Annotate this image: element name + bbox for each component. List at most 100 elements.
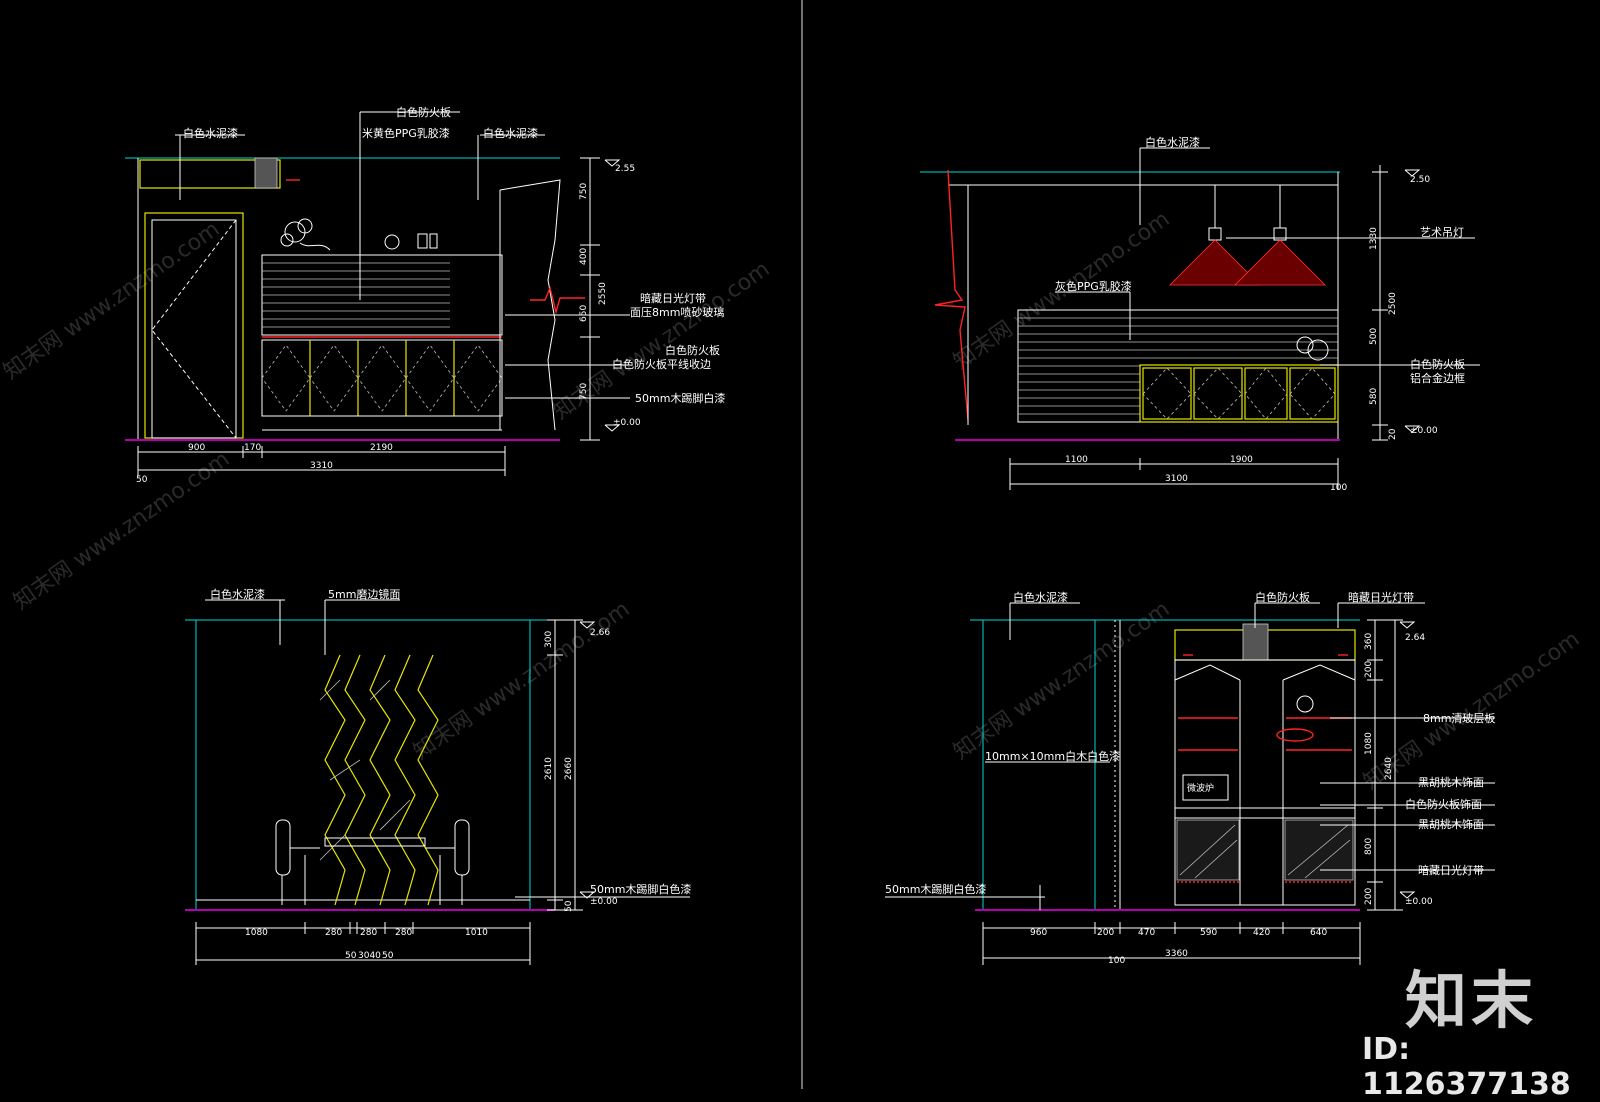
annotation-label: 50mm木踢脚白色漆 bbox=[590, 882, 691, 896]
watermark-text: 知末网 www.znzmo.com bbox=[409, 597, 634, 765]
dim-text: 2610 bbox=[544, 757, 554, 780]
dim-text: 170 bbox=[244, 443, 261, 453]
dim-text: 640 bbox=[1310, 928, 1327, 938]
annotation-label: 黑胡桃木饰面 bbox=[1418, 817, 1484, 831]
dim-text: 3360 bbox=[1165, 949, 1188, 959]
annotation-label: 白色防火板 bbox=[665, 343, 720, 357]
dim-text: 2190 bbox=[370, 443, 393, 453]
dim-text: 420 bbox=[1253, 928, 1270, 938]
dim-text: 960 bbox=[1030, 928, 1047, 938]
annotation-label: 白色防火板平线收边 bbox=[612, 357, 711, 371]
dim-text: 580 bbox=[1369, 388, 1379, 405]
dim-text: 1100 bbox=[1065, 455, 1088, 465]
watermark-text: 知末网 www.znzmo.com bbox=[0, 217, 224, 385]
annotation-label: 10mm×10mm白木白色漆 bbox=[985, 749, 1120, 763]
dining-chairs bbox=[275, 819, 470, 905]
plant-decoration bbox=[280, 218, 438, 251]
dim-text: 2660 bbox=[564, 757, 574, 780]
dim-text: 280 bbox=[360, 928, 377, 938]
annotation-label: 灰色PPG乳胶漆 bbox=[1055, 279, 1132, 293]
elevation-top-left: 750 400 2550 650 750 2.55 ±0.00 900 170 … bbox=[125, 105, 725, 485]
annotation-label: 白色防火板 bbox=[1255, 590, 1310, 604]
dim-text: 100 bbox=[1330, 483, 1347, 493]
annotation-label: 艺术吊灯 bbox=[1420, 226, 1464, 239]
annotation-label: 白色水泥漆 bbox=[1145, 135, 1200, 149]
dim-text: 200 bbox=[1097, 928, 1114, 938]
dim-text: 280 bbox=[325, 928, 342, 938]
dim-text: 280 bbox=[395, 928, 412, 938]
dim-text: 750 bbox=[579, 183, 589, 200]
dim-text: 300 bbox=[544, 631, 554, 648]
dim-text: 500 bbox=[1369, 328, 1379, 345]
dim-text: 900 bbox=[188, 443, 205, 453]
dim-text: 750 bbox=[579, 383, 589, 400]
dim-text: 50 bbox=[136, 475, 148, 485]
annotation-label: 白色防火板饰面 bbox=[1405, 797, 1482, 811]
dim-text: 20 bbox=[1388, 428, 1398, 440]
annotation-label: 50mm木踢脚白色漆 bbox=[885, 882, 986, 896]
dim-text: 470 bbox=[1138, 928, 1155, 938]
brand-logo: 知末 bbox=[1405, 964, 1538, 1037]
annotation-label: 白色水泥漆 bbox=[483, 126, 538, 140]
dim-text: 1080 bbox=[245, 928, 268, 938]
elevation-top-right: 1330 2500 500 580 20 2.50 ±0.00 1100 190… bbox=[920, 135, 1480, 493]
hatch-block bbox=[254, 157, 278, 189]
dim-text: 50 bbox=[564, 900, 574, 912]
annotation-label: 5mm磨边镜面 bbox=[328, 587, 400, 601]
art-pendant-light bbox=[1169, 185, 1326, 286]
dim-text: 650 bbox=[579, 305, 589, 322]
annotation-label: 白色水泥漆 bbox=[183, 126, 238, 140]
dim-text: 2550 bbox=[598, 282, 608, 305]
wave-mirror-pillars bbox=[319, 654, 439, 906]
asset-id-label: ID: 1126377138 bbox=[1362, 1032, 1571, 1102]
microwave bbox=[1182, 774, 1229, 801]
elevation-bottom-right: 微波炉 360 200 1080 2640 800 200 2.64 ±0.00 bbox=[885, 590, 1495, 966]
level-mark: 2.55 bbox=[615, 164, 635, 174]
level-mark: ±0.00 bbox=[1405, 897, 1433, 907]
dim-text: 400 bbox=[579, 248, 589, 265]
watermark-layer: 知末网 www.znzmo.com 知末网 www.znzmo.com 知末网 … bbox=[0, 207, 1584, 795]
level-mark: ±0.00 bbox=[1410, 426, 1438, 436]
glass-shelves bbox=[1178, 717, 1352, 751]
level-mark: ±0.00 bbox=[590, 897, 618, 907]
dim-text: 590 bbox=[1200, 928, 1217, 938]
annotation-label: 白色水泥漆 bbox=[1013, 590, 1068, 604]
dim-text: 200 bbox=[1364, 661, 1374, 678]
dim-text: 2640 bbox=[1384, 757, 1394, 780]
annotation-label: 8mm清玻层板 bbox=[1423, 711, 1495, 725]
dim-text: 3310 bbox=[310, 461, 333, 471]
annotation-label: 白色防火板 bbox=[1410, 357, 1465, 371]
dim-text: 360 bbox=[1364, 633, 1374, 650]
dim-text: 1010 bbox=[465, 928, 488, 938]
annotation-label: 暗藏日光灯带 bbox=[640, 291, 706, 305]
annotation-label: 50mm木踢脚白漆 bbox=[635, 391, 725, 405]
panel-hatch bbox=[262, 262, 450, 328]
dim-text: 1080 bbox=[1364, 732, 1374, 755]
annotation-label: 白色防火板 bbox=[396, 105, 451, 119]
annotation-label: 黑胡桃木饰面 bbox=[1418, 775, 1484, 789]
annotation-label: 铝合金边框 bbox=[1410, 371, 1465, 385]
annotation-label: 米黄色PPG乳胶漆 bbox=[362, 126, 450, 140]
annotation-label: 暗藏日光灯带 bbox=[1348, 590, 1414, 604]
level-mark: 2.50 bbox=[1410, 175, 1430, 185]
level-mark: 2.66 bbox=[590, 628, 610, 638]
dim-text: 3100 bbox=[1165, 474, 1188, 484]
dim-text: 50 bbox=[382, 951, 394, 961]
watermark-text: 知末网 www.znzmo.com bbox=[9, 447, 234, 615]
hatch-block bbox=[1242, 623, 1269, 661]
dim-text: 1900 bbox=[1230, 455, 1253, 465]
level-mark: ±0.00 bbox=[613, 418, 641, 428]
dim-text: 800 bbox=[1364, 838, 1374, 855]
dim-text: 3040 bbox=[358, 951, 381, 961]
annotation-label: 暗藏日光灯带 bbox=[1418, 863, 1484, 877]
dim-text: 200 bbox=[1364, 888, 1374, 905]
annotation-label: 面压8mm喷砂玻璃 bbox=[630, 305, 724, 319]
dim-text: 50 bbox=[345, 951, 357, 961]
dim-text: 100 bbox=[1108, 956, 1125, 966]
level-mark: 2.64 bbox=[1405, 633, 1425, 643]
microwave-label: 微波炉 bbox=[1187, 782, 1214, 794]
elevation-bottom-left: 300 2610 2660 50 2.66 ±0.00 1080 280 280… bbox=[185, 587, 691, 965]
annotation-label: 白色水泥漆 bbox=[210, 587, 265, 601]
dim-text: 2500 bbox=[1388, 292, 1398, 315]
